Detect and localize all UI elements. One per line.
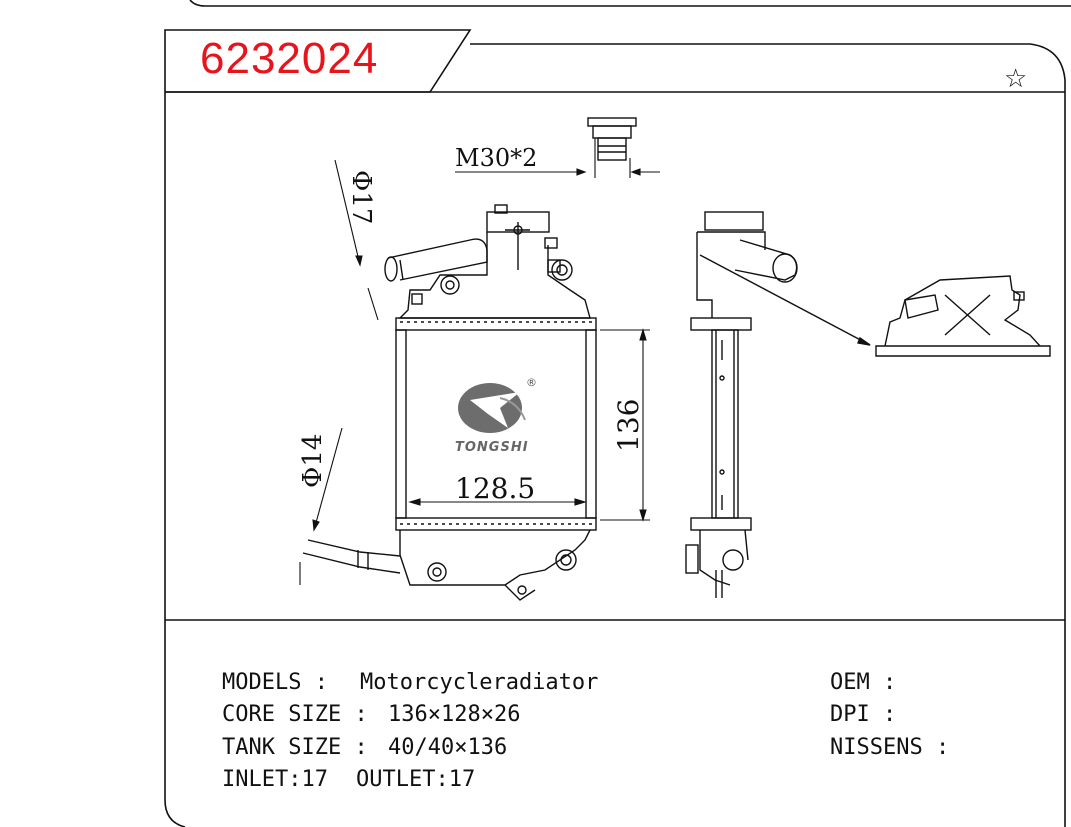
core-height-dimension: 136 [612,398,645,452]
dpi-label: DPI : [830,702,897,727]
oem-label: OEM : [830,670,897,695]
radiator-side-view [685,211,871,598]
registered-mark: ® [526,376,537,389]
models-value: Motorcycleradiator [360,670,599,695]
brand-name: TONGSHI [455,440,529,455]
inlet-spec: INLET:17 [222,767,328,792]
filler-cap-detail [587,117,637,161]
thread-dimension: M30*2 [455,144,538,172]
models-label: MODELS : [222,670,328,695]
radiator-front-view [302,204,597,601]
core-size-label: CORE SIZE : [222,702,368,727]
inlet-diameter-dimension: Φ17 [346,170,376,225]
tank-size-label: TANK SIZE : [222,735,368,760]
part-number: 6232024 [200,34,379,83]
core-width-dimension: 128.5 [455,472,536,505]
tongshi-logo-icon [458,383,526,433]
core-size-value: 136×128×26 [388,702,521,727]
outlet-spec: OUTLET:17 [356,767,476,792]
tank-size-value: 40/40×136 [388,735,508,760]
nissens-label: NISSENS : [830,735,950,760]
tank-section-detail [875,275,1051,357]
top-frame-edge [189,0,1071,7]
outlet-diameter-dimension: Φ14 [298,433,328,488]
star-outline-icon[interactable]: ☆ [1004,64,1028,94]
dimension-lines [299,138,660,585]
